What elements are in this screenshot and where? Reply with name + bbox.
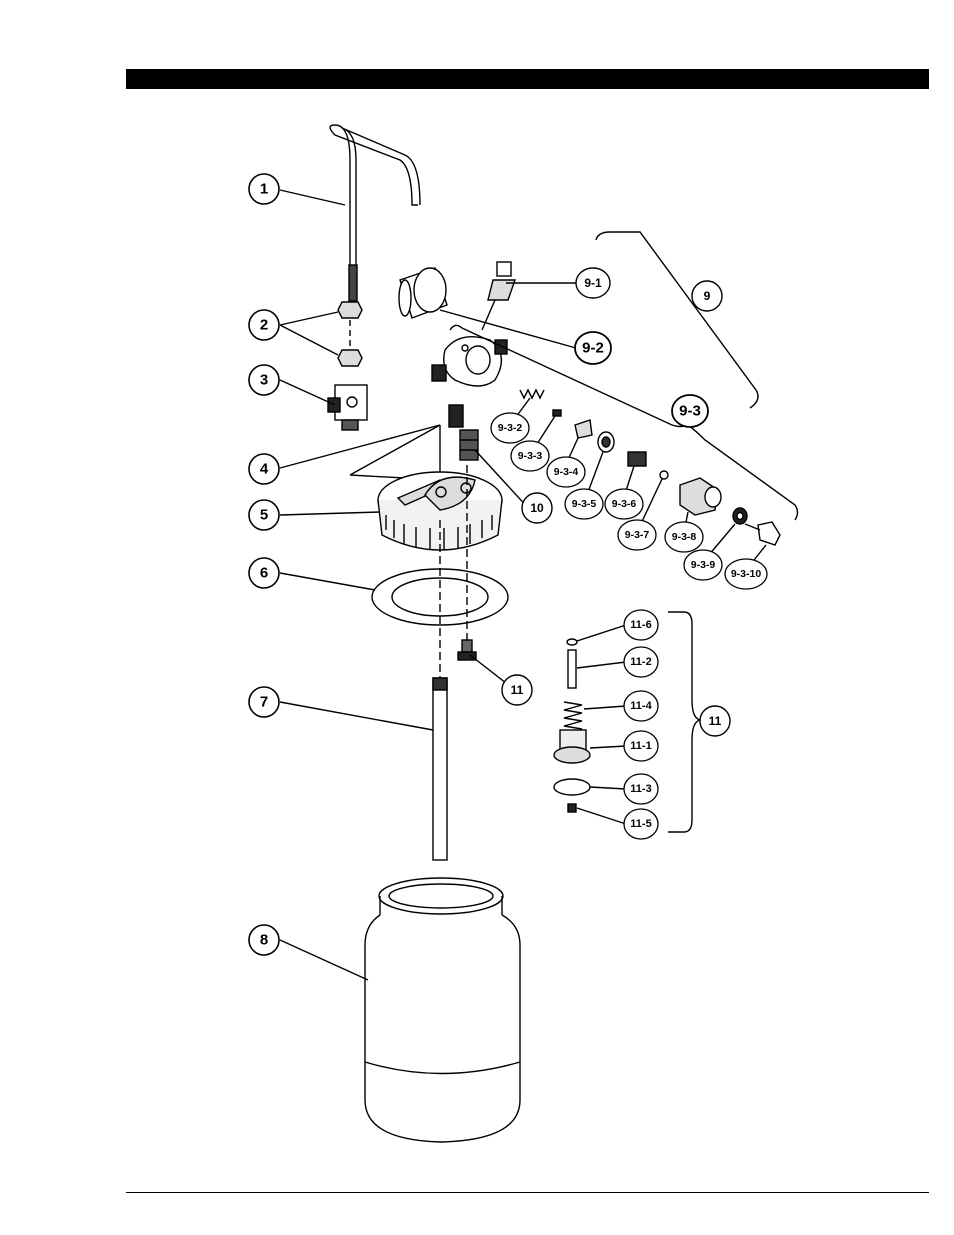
- svg-text:11: 11: [511, 683, 524, 697]
- callout-9-3-7: 9-3-7: [618, 520, 656, 550]
- svg-text:9-3-8: 9-3-8: [672, 531, 697, 543]
- callout-6: 6: [249, 558, 279, 588]
- part-7-tube: [433, 678, 447, 860]
- part-11-6-screw: [567, 639, 577, 645]
- svg-text:11-5: 11-5: [630, 818, 651, 830]
- callout-9: 9: [692, 281, 722, 311]
- callout-9-3-5: 9-3-5: [565, 489, 603, 519]
- svg-text:7: 7: [260, 694, 268, 711]
- part-9-3-10-knob: [745, 522, 780, 545]
- part-9-3-7-washer: [660, 471, 668, 479]
- svg-text:9-3-3: 9-3-3: [518, 450, 543, 462]
- svg-text:1: 1: [260, 181, 268, 198]
- svg-text:3: 3: [260, 372, 268, 389]
- svg-text:9-3-6: 9-3-6: [612, 498, 637, 510]
- callout-11-lid: 11: [502, 675, 532, 705]
- part-10-connector: [460, 430, 478, 460]
- callout-11-4: 11-4: [624, 691, 658, 721]
- callout-4: 4: [249, 454, 279, 484]
- svg-text:9-3: 9-3: [679, 403, 701, 420]
- svg-text:9-3-7: 9-3-7: [625, 529, 650, 541]
- callout-3: 3: [249, 365, 279, 395]
- part-11-5-screw: [568, 804, 576, 812]
- svg-text:9-3-9: 9-3-9: [691, 559, 716, 571]
- part-1-siphon-tube: [330, 125, 420, 301]
- svg-text:9-3-10: 9-3-10: [731, 568, 762, 580]
- svg-text:11: 11: [709, 714, 722, 728]
- callout-9-3-2: 9-3-2: [491, 413, 529, 443]
- callout-9-3-6: 9-3-6: [605, 489, 643, 519]
- svg-text:11-4: 11-4: [630, 700, 652, 712]
- part-9-3-2-spring: [520, 390, 544, 398]
- part-9-3-4-seat: [575, 420, 592, 438]
- svg-text:6: 6: [260, 565, 268, 582]
- svg-text:2: 2: [260, 317, 268, 334]
- svg-text:11-1: 11-1: [630, 740, 651, 752]
- svg-text:9-2: 9-2: [582, 340, 604, 357]
- callout-9-3-4: 9-3-4: [547, 457, 585, 487]
- callout-11-2: 11-2: [624, 647, 658, 677]
- callout-5: 5: [249, 500, 279, 530]
- part-9-1-fitting: [482, 262, 515, 330]
- svg-text:9-3-4: 9-3-4: [554, 466, 579, 478]
- part-9-3-5-diaphragm: [598, 432, 614, 452]
- callout-11-3: 11-3: [624, 774, 658, 804]
- callout-9-3-3: 9-3-3: [511, 441, 549, 471]
- svg-text:9-1: 9-1: [584, 276, 602, 290]
- part-9-3-9-washer: [733, 508, 747, 524]
- part-11-3-disc: [554, 779, 590, 795]
- callout-10: 10: [522, 493, 552, 523]
- callout-9-3: 9-3: [672, 395, 708, 427]
- part-9-2-gauge: [399, 268, 447, 318]
- svg-text:8: 8: [260, 932, 268, 949]
- part-9-3-6-spring: [628, 452, 646, 466]
- callout-9-3-9: 9-3-9: [684, 550, 722, 580]
- svg-text:9: 9: [704, 289, 711, 303]
- callout-8: 8: [249, 925, 279, 955]
- callout-1: 1: [249, 174, 279, 204]
- svg-text:10: 10: [530, 501, 544, 515]
- svg-text:4: 4: [260, 461, 269, 478]
- svg-text:11-2: 11-2: [630, 656, 651, 668]
- part-8-jar: [365, 878, 520, 1142]
- svg-text:9-3-2: 9-3-2: [498, 422, 523, 434]
- callout-2: 2: [249, 310, 279, 340]
- callout-11-group: 11: [700, 706, 730, 736]
- callout-7: 7: [249, 687, 279, 717]
- callout-11-5: 11-5: [624, 809, 658, 839]
- part-9-3-3-pin: [553, 410, 561, 416]
- callout-11-1: 11-1: [624, 731, 658, 761]
- callout-11-6: 11-6: [624, 610, 658, 640]
- part-11-2-pin: [568, 650, 576, 688]
- svg-text:9-3-5: 9-3-5: [572, 498, 597, 510]
- callout-9-3-10: 9-3-10: [725, 559, 767, 589]
- callout-9-3-8: 9-3-8: [665, 522, 703, 552]
- svg-text:11-6: 11-6: [630, 619, 651, 631]
- svg-text:5: 5: [260, 507, 268, 524]
- callout-9-2: 9-2: [575, 332, 611, 364]
- callout-9-1: 9-1: [576, 268, 610, 298]
- part-3-tee-fitting: [328, 385, 367, 430]
- part-11-1-body: [554, 730, 590, 763]
- part-9-3-8-bonnet: [680, 478, 721, 515]
- svg-text:11-3: 11-3: [630, 783, 651, 795]
- part-11-4-spring: [564, 702, 582, 729]
